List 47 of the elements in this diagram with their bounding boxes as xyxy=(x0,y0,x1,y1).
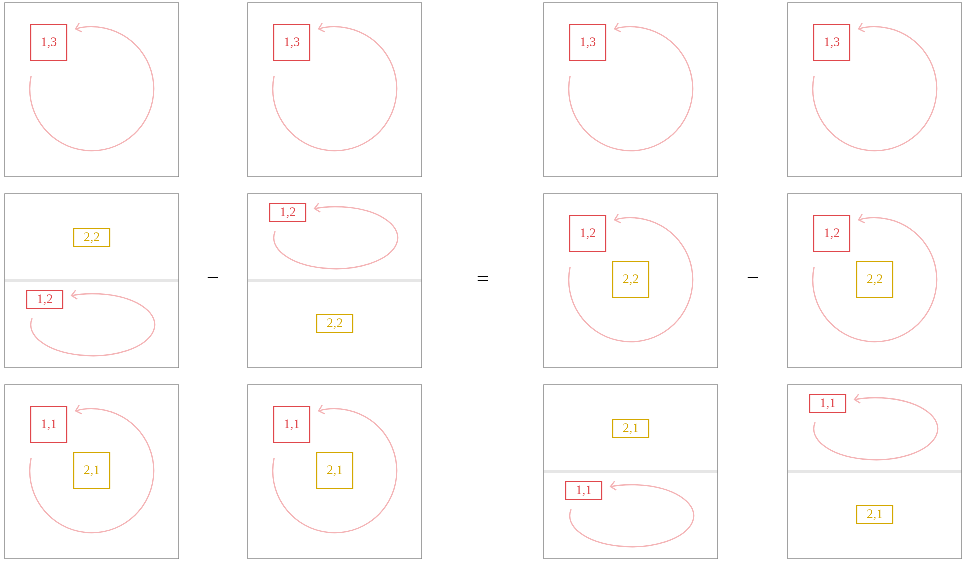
loop-arrow xyxy=(568,23,694,152)
loop-arrow xyxy=(813,394,939,461)
label-box: 1,3 xyxy=(813,24,851,62)
operator-sign: = xyxy=(478,276,488,282)
label-box: 1,2 xyxy=(813,215,851,253)
label-box: 1,1 xyxy=(30,406,68,444)
label-box: 1,1 xyxy=(565,481,603,501)
loop-arrow xyxy=(812,214,938,343)
loop-arrow xyxy=(29,405,155,534)
loop-arrow xyxy=(272,23,398,152)
panel-box xyxy=(248,194,422,368)
panel-box xyxy=(248,384,422,560)
label-box: 1,1 xyxy=(273,406,311,444)
panel-box xyxy=(788,2,962,178)
label-box: 2,2 xyxy=(856,261,894,299)
loop-arrow xyxy=(568,214,694,343)
panel-box xyxy=(788,384,962,560)
label-box: 2,2 xyxy=(73,228,111,248)
panel-box xyxy=(544,194,718,368)
label-box: 1,2 xyxy=(569,215,607,253)
label-box: 1,3 xyxy=(30,24,68,62)
label-box: 2,1 xyxy=(612,419,650,439)
panel-box xyxy=(4,2,180,178)
operator-sign: − xyxy=(748,277,758,278)
label-box: 1,3 xyxy=(273,24,311,62)
label-box: 2,1 xyxy=(73,452,111,490)
label-box: 1,1 xyxy=(809,394,847,414)
label-box: 1,2 xyxy=(269,203,307,223)
label-box: 2,1 xyxy=(856,505,894,525)
loop-arrow xyxy=(29,23,155,152)
loop-arrow xyxy=(272,405,398,534)
panel-box xyxy=(544,384,718,560)
panel-box xyxy=(248,2,422,178)
label-box: 2,2 xyxy=(316,314,354,334)
panel-box xyxy=(4,384,180,560)
panel-box xyxy=(788,194,962,368)
panel-box xyxy=(544,2,718,178)
loop-arrow xyxy=(569,481,695,548)
label-box: 1,3 xyxy=(569,24,607,62)
loop-arrow xyxy=(812,23,938,152)
label-box: 2,2 xyxy=(612,261,650,299)
loop-arrow xyxy=(30,290,156,357)
operator-sign: − xyxy=(208,277,218,278)
panel-box xyxy=(4,194,180,368)
label-box: 2,1 xyxy=(316,452,354,490)
label-box: 1,2 xyxy=(26,290,64,310)
loop-arrow xyxy=(273,203,399,270)
